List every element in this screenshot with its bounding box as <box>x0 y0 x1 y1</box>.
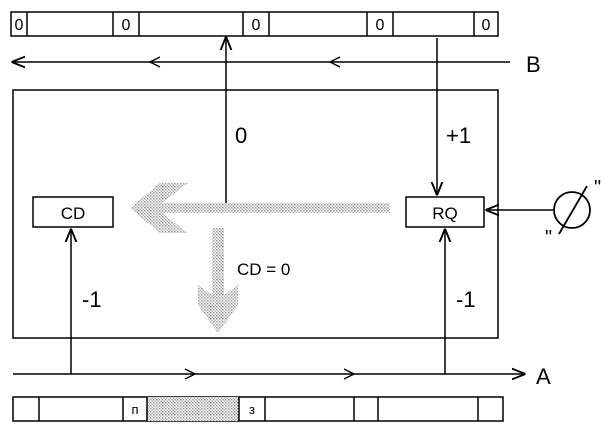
rq-box-label: RQ <box>432 204 458 223</box>
arrow-from-b-label: +1 <box>446 123 471 148</box>
source-mark-right: " <box>594 177 601 199</box>
arrow-a-to-cd-label: -1 <box>82 287 102 312</box>
condition-label: CD = 0 <box>237 260 290 279</box>
top-tape: 0 0 0 0 0 <box>10 11 499 37</box>
top-tape-cell-5: 0 <box>482 17 491 34</box>
line-a-label: A <box>536 364 551 389</box>
source-mark-left: " <box>545 227 552 249</box>
arrow-a-to-cd: -1 <box>71 230 102 374</box>
arrow-a-to-rq: -1 <box>445 230 476 374</box>
arrow-to-b-label: 0 <box>235 123 247 148</box>
top-tape-cell-1: 0 <box>15 17 24 34</box>
line-b: B <box>13 52 541 77</box>
cd-box: CD <box>32 196 114 228</box>
bottom-tape-cell-end: з <box>249 402 255 417</box>
top-tape-cell-3: 0 <box>252 17 261 34</box>
bottom-tape: п з <box>12 396 504 422</box>
arrow-from-b: +1 <box>437 38 471 194</box>
top-tape-cell-2: 0 <box>122 17 131 34</box>
rq-box: RQ <box>405 196 485 228</box>
source-symbol: " " <box>487 177 601 249</box>
cd-box-label: CD <box>61 204 86 223</box>
shaded-arrow-down <box>198 228 238 333</box>
bottom-tape-cell-start: п <box>131 402 138 417</box>
shaded-arrow-left <box>130 183 390 233</box>
top-tape-cell-4: 0 <box>376 17 385 34</box>
line-a: A <box>13 364 551 389</box>
line-b-label: B <box>526 52 541 77</box>
arrow-to-b: 0 <box>226 38 247 203</box>
arrow-a-to-rq-label: -1 <box>456 287 476 312</box>
